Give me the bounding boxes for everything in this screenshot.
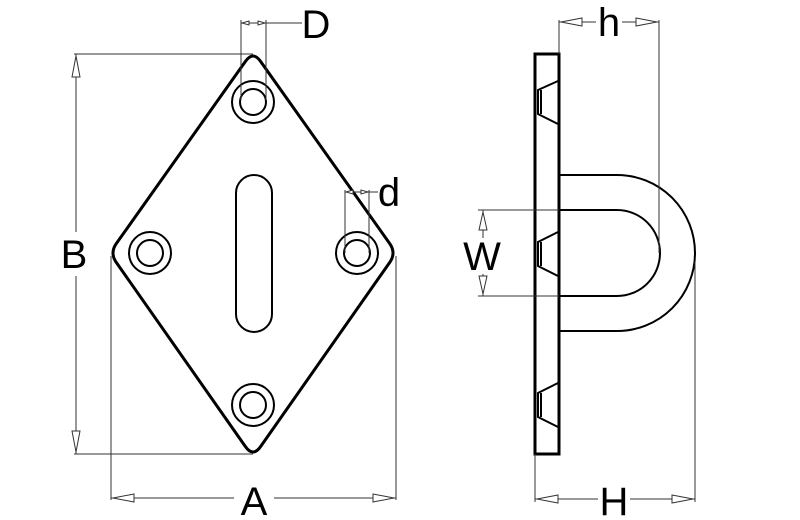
- eye-loop-outer: [559, 174, 696, 332]
- dimension-W: W: [462, 209, 559, 297]
- dimension-D: D: [240, 3, 331, 100]
- mounting-hole-bottom: [231, 383, 275, 427]
- mounting-hole-top: [231, 80, 275, 124]
- mounting-hole-right: [335, 231, 379, 275]
- dimension-A: A: [110, 256, 397, 520]
- label-H: H: [600, 480, 629, 520]
- center-slot: [235, 174, 273, 333]
- eye-loop-inner: [559, 209, 661, 297]
- label-h: h: [598, 1, 620, 45]
- diamond-plate: [111, 54, 395, 454]
- dimension-H: H: [534, 262, 696, 520]
- label-d: d: [378, 171, 400, 215]
- label-D: D: [302, 3, 331, 47]
- label-W: W: [463, 235, 501, 279]
- label-A: A: [241, 480, 268, 520]
- dimension-B: B: [58, 53, 253, 455]
- countersink-top: [537, 80, 559, 125]
- countersink-bottom: [537, 382, 559, 428]
- dimension-d: d: [344, 171, 400, 253]
- side-view: [533, 52, 696, 456]
- mounting-hole-left: [128, 231, 172, 275]
- dimension-h: h: [558, 1, 660, 253]
- label-B: B: [61, 233, 88, 277]
- countersink-middle: [537, 231, 559, 277]
- front-view: [111, 54, 395, 454]
- side-plate: [533, 52, 561, 456]
